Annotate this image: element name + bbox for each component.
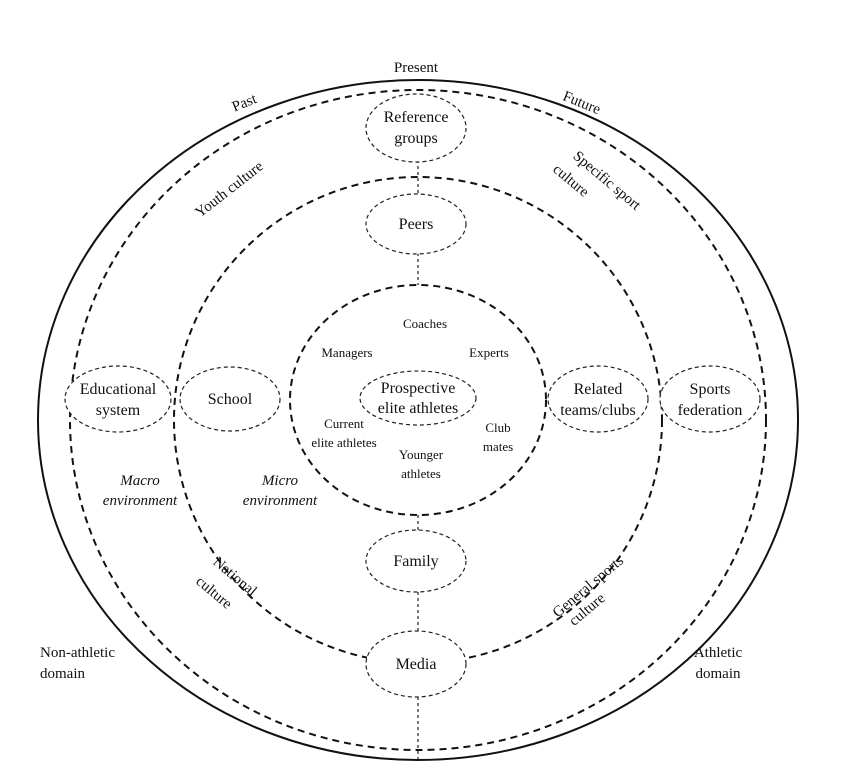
peers-label: Peers: [399, 216, 434, 233]
athlete-circle: [289, 284, 547, 516]
coaches-label: Coaches: [403, 316, 447, 331]
sports-federation-bubble: [659, 365, 761, 433]
sports-federation-label-2: federation: [678, 402, 743, 419]
present-label: Present: [394, 60, 439, 76]
educational-system-label: Educational: [80, 381, 157, 398]
school-bubble: [179, 366, 281, 432]
related-teams-label: Related: [574, 381, 623, 398]
micro-environment-label: Micro: [261, 473, 299, 489]
micro-environment-ring: [173, 176, 663, 664]
family-bubble: [365, 529, 467, 593]
reference-groups-bubble: [365, 93, 467, 163]
experts-label: Experts: [469, 345, 509, 360]
educational-system-bubble: [64, 365, 172, 433]
club-mates-label: Club: [485, 420, 510, 435]
prospective-athletes-label-2: elite athletes: [378, 400, 458, 417]
sports-federation-label: Sports: [690, 381, 731, 398]
athletic-domain-label-2: domain: [696, 666, 741, 682]
younger-athletes-label-2: athletes: [401, 466, 441, 481]
non-athletic-domain-label: Non-athletic: [40, 645, 115, 661]
micro-environment-label-2: environment: [243, 493, 318, 509]
media-label: Media: [396, 656, 437, 673]
school-label: School: [208, 391, 253, 408]
macro-environment-label-2: environment: [103, 493, 178, 509]
reference-groups-label-2: groups: [394, 130, 438, 147]
prospective-athletes-label: Prospective: [381, 380, 456, 397]
macro-environment-label: Macro: [119, 473, 160, 489]
related-teams-label-2: teams/clubs: [560, 402, 636, 419]
reference-groups-label: Reference: [384, 109, 449, 126]
managers-label: Managers: [321, 345, 372, 360]
non-athletic-domain-label-2: domain: [40, 666, 85, 682]
family-label: Family: [393, 553, 438, 570]
current-elite-athletes-label: Current: [324, 416, 364, 431]
media-bubble: [365, 630, 467, 698]
peers-bubble: [365, 193, 467, 255]
younger-athletes-label: Younger: [399, 447, 444, 462]
athletic-domain-label: Athletic: [694, 645, 743, 661]
macro-environment-ring: [69, 89, 767, 751]
current-elite-athletes-label-2: elite athletes: [311, 435, 376, 450]
related-teams-bubble: [547, 365, 649, 433]
club-mates-label-2: mates: [483, 439, 513, 454]
educational-system-label-2: system: [96, 402, 141, 419]
prospective-athletes-bubble: [359, 370, 477, 426]
